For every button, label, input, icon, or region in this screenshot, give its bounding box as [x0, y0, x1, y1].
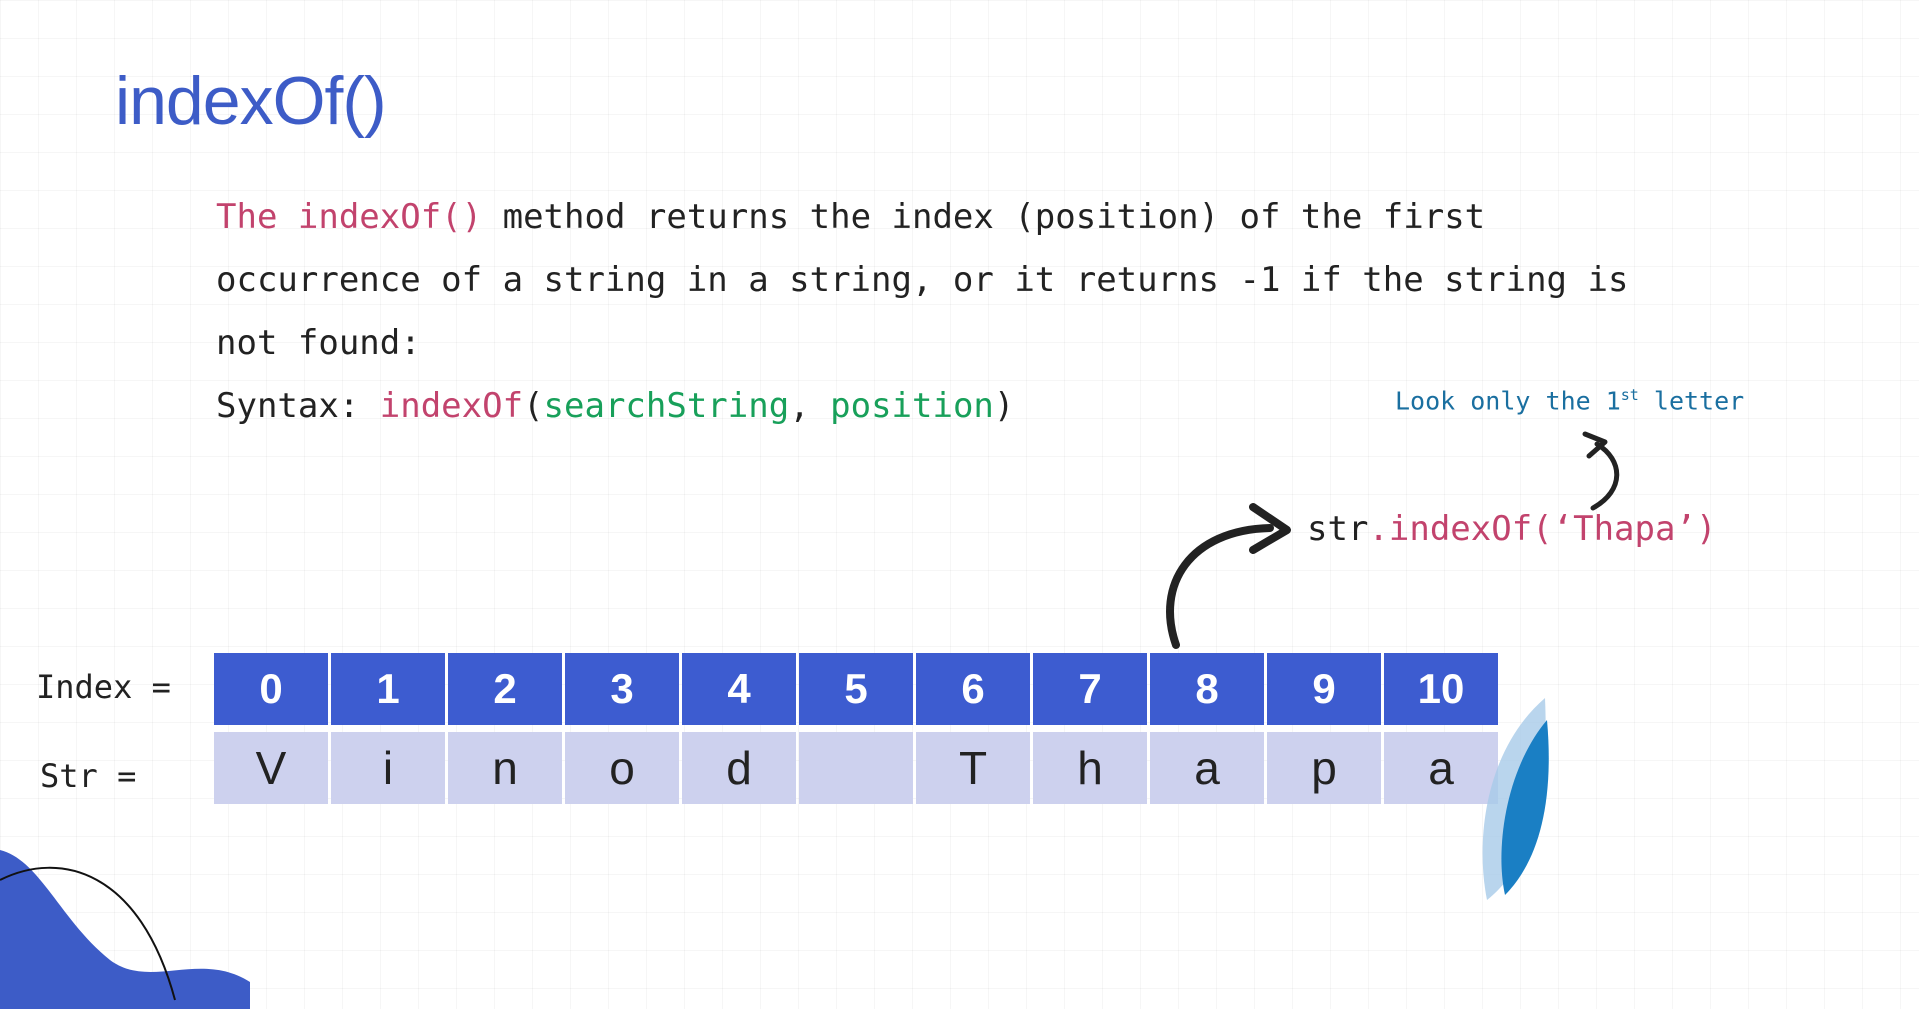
str-char-cell: i: [331, 732, 445, 804]
str-char-cell: [799, 732, 913, 804]
decorative-blue-shape-bottom-left: [0, 850, 250, 1009]
str-char-cell: h: [1033, 732, 1147, 804]
syntax-label: Syntax:: [216, 386, 380, 426]
description-line-2: occurrence of a string in a string, or i…: [216, 260, 1629, 300]
str-char-cell: d: [682, 732, 796, 804]
syntax-close-paren: ): [993, 386, 1015, 426]
str-char-cell: V: [214, 732, 328, 804]
desc-method-name: indexOf(): [297, 197, 483, 237]
note-text-end: letter: [1638, 386, 1745, 416]
index-cell: 10: [1384, 653, 1498, 725]
page-title: indexOf(): [115, 63, 387, 139]
description: The indexOf() method returns the index (…: [216, 186, 1716, 438]
str-char-cell: a: [1150, 732, 1264, 804]
description-line-1: The indexOf() method returns the index (…: [216, 186, 1716, 249]
index-cell: 5: [799, 653, 913, 725]
str-char-cell: T: [916, 732, 1030, 804]
index-cell: 1: [331, 653, 445, 725]
syntax-param-search-string: searchString: [543, 386, 790, 426]
annotation-note: Look only the 1st letter: [1395, 386, 1744, 415]
note-superscript: st: [1620, 386, 1639, 404]
code-method-call: .indexOf(‘Thapa’): [1368, 509, 1717, 549]
syntax-function: indexOf: [379, 386, 524, 426]
curved-arrow-right-icon: [1166, 503, 1291, 649]
index-cell: 6: [916, 653, 1030, 725]
str-char-cell: p: [1267, 732, 1381, 804]
desc-line1-rest: method returns the index (position) of t…: [482, 197, 1486, 237]
syntax-comma: ,: [789, 386, 831, 426]
code-example: str.indexOf(‘Thapa’): [1307, 509, 1716, 549]
str-char-cell: a: [1384, 732, 1498, 804]
description-line-3: not found:: [216, 323, 421, 363]
str-char-cell: o: [565, 732, 679, 804]
index-cell: 2: [448, 653, 562, 725]
note-text: Look only the 1: [1395, 386, 1621, 416]
str-row-label: Str =: [40, 757, 137, 795]
index-cell: 3: [565, 653, 679, 725]
str-char-cell: n: [448, 732, 562, 804]
index-cell: 7: [1033, 653, 1147, 725]
syntax-param-position: position: [830, 386, 994, 426]
index-cell: 4: [682, 653, 796, 725]
code-object: str: [1307, 509, 1369, 549]
syntax-line: Syntax: indexOf(searchString, position): [216, 375, 1716, 438]
curved-arrow-up-icon: [1582, 431, 1620, 511]
index-cell: 0: [214, 653, 328, 725]
desc-prefix: The: [216, 197, 298, 237]
decorative-blue-leaf-shape: [1482, 698, 1549, 900]
syntax-open-paren: (: [523, 386, 544, 426]
index-cell: 8: [1150, 653, 1264, 725]
index-cell: 9: [1267, 653, 1381, 725]
index-row-label: Index =: [36, 668, 171, 706]
